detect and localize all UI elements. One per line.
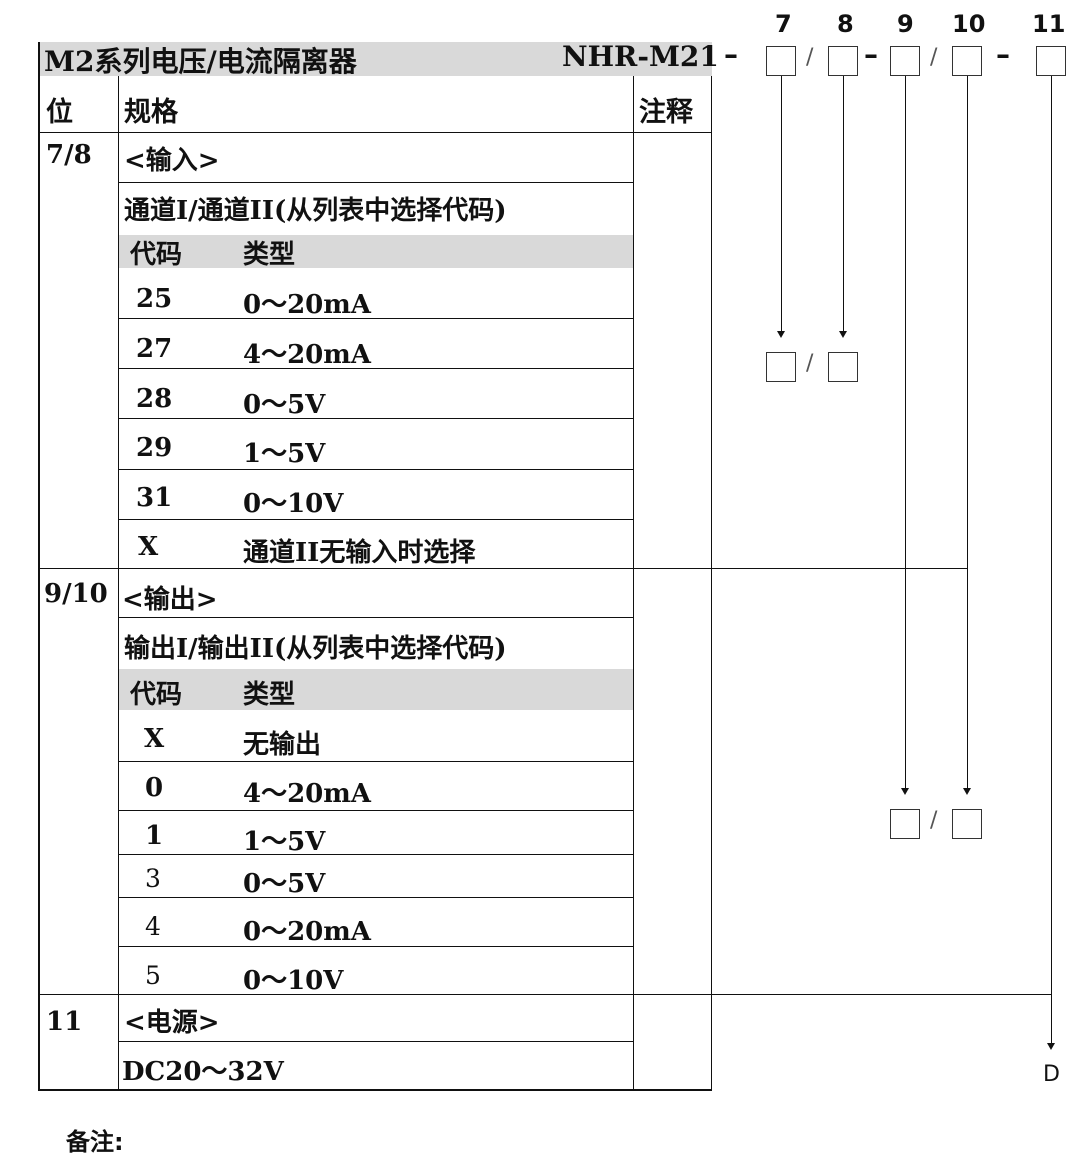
input-type-cell: 0～20mA [243, 290, 371, 320]
row-rule [118, 897, 633, 898]
output-type-cell: 0～10V [243, 966, 344, 996]
row-rule [118, 318, 633, 319]
power-position-label: 11 [46, 1007, 83, 1037]
code-box-9 [890, 46, 920, 76]
code-box-11 [1036, 46, 1066, 76]
header-spec: 规格 [124, 97, 178, 128]
output-section-title: <输出> [122, 585, 218, 615]
output-type-cell: 0～20mA [243, 917, 371, 947]
input-code-column-header: 代码 [130, 240, 183, 270]
input-code-cell: 29 [136, 433, 173, 463]
output-code-box-9 [890, 809, 920, 839]
arrow-down-icon [901, 788, 909, 795]
output-type-cell: 1～5V [243, 827, 326, 857]
separator-slash: / [930, 45, 938, 70]
separator-slash: / [930, 808, 938, 833]
output-type-cell: 无输出 [243, 730, 322, 760]
row-rule [118, 946, 633, 947]
row-rule [118, 519, 633, 520]
code-box-10 [952, 46, 982, 76]
table-border-left [38, 42, 40, 1090]
input-code-cell: 25 [136, 284, 173, 314]
code-box-7 [766, 46, 796, 76]
row-rule [118, 761, 633, 762]
arrow-down-icon [777, 331, 785, 338]
remark-label: 备注: [66, 1128, 124, 1156]
table-divider-spec [633, 76, 634, 1090]
row-rule [118, 469, 633, 470]
input-type-cell: 0～5V [243, 390, 326, 420]
separator-slash: / [806, 45, 814, 70]
output-type-cell: 4～20mA [243, 779, 371, 809]
arrow-down-icon [839, 331, 847, 338]
title-bar-shade [40, 42, 712, 76]
input-type-cell: 4～20mA [243, 340, 371, 370]
product-series-title: M2系列电压/电流隔离器 [44, 45, 357, 78]
input-type-column-header: 类型 [243, 240, 296, 270]
output-code-cell: X [144, 724, 165, 754]
output-code-cell: 1 [145, 821, 164, 851]
group-rule [38, 568, 968, 569]
power-supply-value: DC20～32V [122, 1057, 284, 1087]
input-type-cell: 1～5V [243, 439, 326, 469]
input-type-header-shade [119, 235, 633, 268]
model-number: NHR-M21 [562, 40, 719, 73]
row-rule [118, 810, 633, 811]
input-code-box-7 [766, 352, 796, 382]
leader-line-7 [781, 76, 782, 332]
table-header-rule [38, 132, 712, 133]
arrow-down-icon [1047, 1043, 1055, 1050]
input-code-cell: X [138, 532, 159, 562]
output-code-box-10 [952, 809, 982, 839]
input-code-cell: 28 [136, 384, 173, 414]
row-rule [118, 418, 633, 419]
header-position: 位 [46, 97, 73, 128]
power-code-value: D [1043, 1062, 1060, 1087]
power-section-title: <电源> [124, 1008, 220, 1038]
input-code-cell: 31 [136, 483, 173, 513]
output-position-label: 9/10 [44, 579, 108, 609]
group-rule [38, 994, 1052, 995]
input-type-cell: 0～10V [243, 489, 344, 519]
output-code-cell: 4 [145, 912, 161, 941]
output-code-cell: 0 [145, 773, 164, 803]
output-type-column-header: 类型 [243, 680, 296, 710]
code-position-10: 10 [952, 10, 986, 38]
input-section-subtitle: 通道I/通道II(从列表中选择代码) [124, 196, 507, 226]
input-type-cell: 通道II无输入时选择 [243, 538, 476, 568]
output-code-column-header: 代码 [130, 680, 183, 710]
code-position-8: 8 [837, 10, 854, 38]
table-divider-position [118, 76, 119, 1090]
output-type-cell: 0～5V [243, 869, 326, 899]
leader-line-8 [843, 76, 844, 332]
code-position-11: 11 [1032, 10, 1066, 38]
table-border-bottom [38, 1089, 712, 1091]
row-rule [118, 368, 633, 369]
input-section-title: <输入> [124, 146, 220, 176]
output-type-header-shade [119, 669, 633, 710]
row-rule [118, 617, 633, 618]
leader-line-9 [905, 76, 906, 789]
code-position-9: 9 [897, 10, 914, 38]
row-rule [118, 854, 633, 855]
output-section-subtitle: 输出I/输出II(从列表中选择代码) [124, 634, 507, 664]
output-code-cell: 3 [145, 864, 161, 893]
input-code-box-8 [828, 352, 858, 382]
arrow-down-icon [963, 788, 971, 795]
separator-dash: – [864, 38, 878, 71]
header-note: 注释 [639, 97, 693, 128]
code-box-8 [828, 46, 858, 76]
table-divider-note [711, 76, 712, 1090]
leader-line-10 [967, 76, 968, 789]
input-position-label: 7/8 [46, 140, 92, 170]
row-rule [118, 1041, 633, 1042]
separator-dash: – [724, 38, 738, 71]
input-code-cell: 27 [136, 334, 173, 364]
separator-dash: – [996, 38, 1010, 71]
code-position-7: 7 [775, 10, 792, 38]
output-code-cell: 5 [145, 961, 161, 990]
separator-slash: / [806, 351, 814, 376]
leader-line-11 [1051, 76, 1052, 1044]
row-rule [118, 182, 633, 183]
